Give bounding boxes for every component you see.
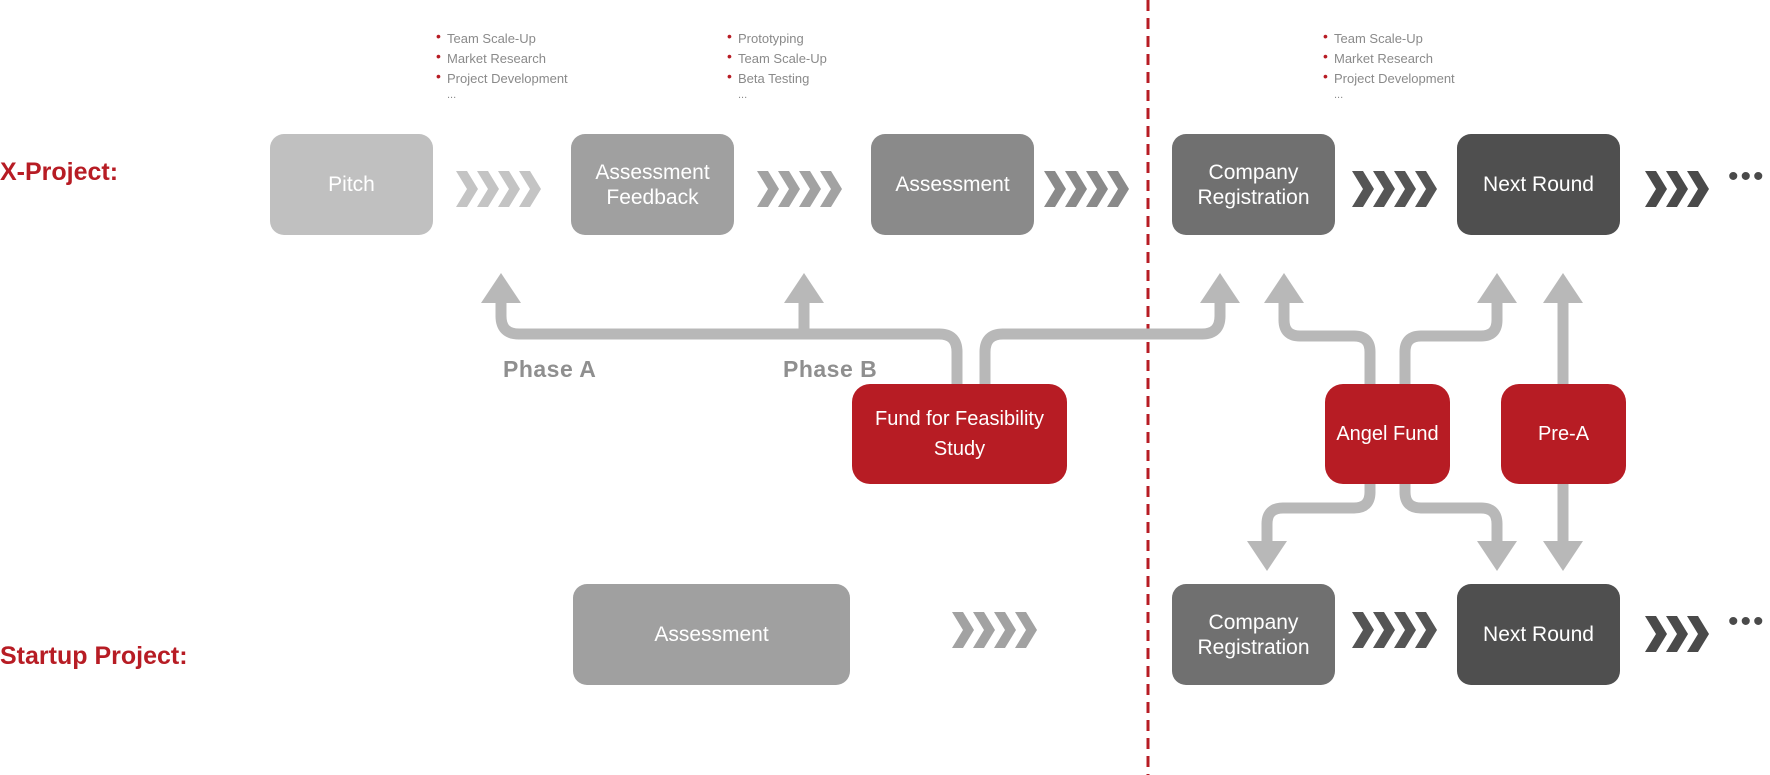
bullet-more: ...	[1334, 89, 1344, 101]
bullet-more: ...	[447, 89, 457, 101]
bullet-list-1: •Team Scale-Up •Market Research •Project…	[436, 28, 568, 105]
bullet-item: •Prototyping	[727, 28, 804, 46]
angel-connectors	[1261, 298, 1503, 546]
chevrons-2	[757, 171, 842, 207]
arrowhead-phase-b	[784, 273, 824, 303]
bullet-more: ...	[738, 89, 748, 101]
connector-to-phase-a	[495, 298, 963, 384]
startup-stage-next-round: Next Round	[1457, 584, 1620, 685]
startup-stage-assessment: Assessment	[573, 584, 850, 685]
bullet-item: •Beta Testing	[727, 68, 810, 86]
startup-continuation-dots: •••	[1728, 605, 1766, 638]
arrowhead-company-registration	[1200, 273, 1240, 303]
phase-a-label: Phase A	[503, 356, 597, 382]
bullet-item: •Team Scale-Up	[727, 48, 827, 66]
bullet-list-3: •Team Scale-Up •Market Research •Project…	[1323, 28, 1455, 105]
bullet-item: •Market Research	[1323, 48, 1433, 66]
startup-project-label: Startup Project:	[0, 642, 188, 670]
x-stage-assessment-feedback: Assessment Feedback	[571, 134, 734, 235]
x-stage-pitch: Pitch	[270, 134, 433, 235]
fund-angel: Angel Fund	[1325, 384, 1450, 484]
chevrons-s2	[1352, 612, 1437, 648]
bullet-item: •Market Research	[436, 48, 546, 66]
x-continuation-dots: •••	[1728, 160, 1766, 193]
chevrons-1	[456, 171, 541, 207]
bullet-item: •Team Scale-Up	[436, 28, 536, 46]
fund-pre-a: Pre-A	[1501, 384, 1626, 484]
x-project-label: X-Project:	[0, 158, 119, 186]
x-stage-next-round: Next Round	[1457, 134, 1620, 235]
chevrons-4	[1352, 171, 1437, 207]
feasibility-connectors	[495, 298, 1226, 384]
bullet-list-2: •Prototyping •Team Scale-Up •Beta Testin…	[727, 28, 827, 105]
chevrons-5	[1645, 171, 1709, 207]
x-stage-assessment: Assessment	[871, 134, 1034, 235]
phase-b-label: Phase B	[783, 356, 878, 382]
chevrons-s1	[952, 612, 1037, 648]
arrowhead-phase-a	[481, 273, 521, 303]
bullet-item: •Project Development	[1323, 68, 1455, 86]
fund-feasibility-study: Fund for Feasibility Study	[852, 384, 1067, 484]
chevrons-3	[1044, 171, 1129, 207]
x-stage-company-registration: Company Registration	[1172, 134, 1335, 235]
chevrons-s3	[1645, 616, 1709, 652]
bullet-item: •Team Scale-Up	[1323, 28, 1423, 46]
bullet-item: •Project Development	[436, 68, 568, 86]
startup-stage-company-registration: Company Registration	[1172, 584, 1335, 685]
connector-to-company-registration	[979, 298, 1226, 384]
